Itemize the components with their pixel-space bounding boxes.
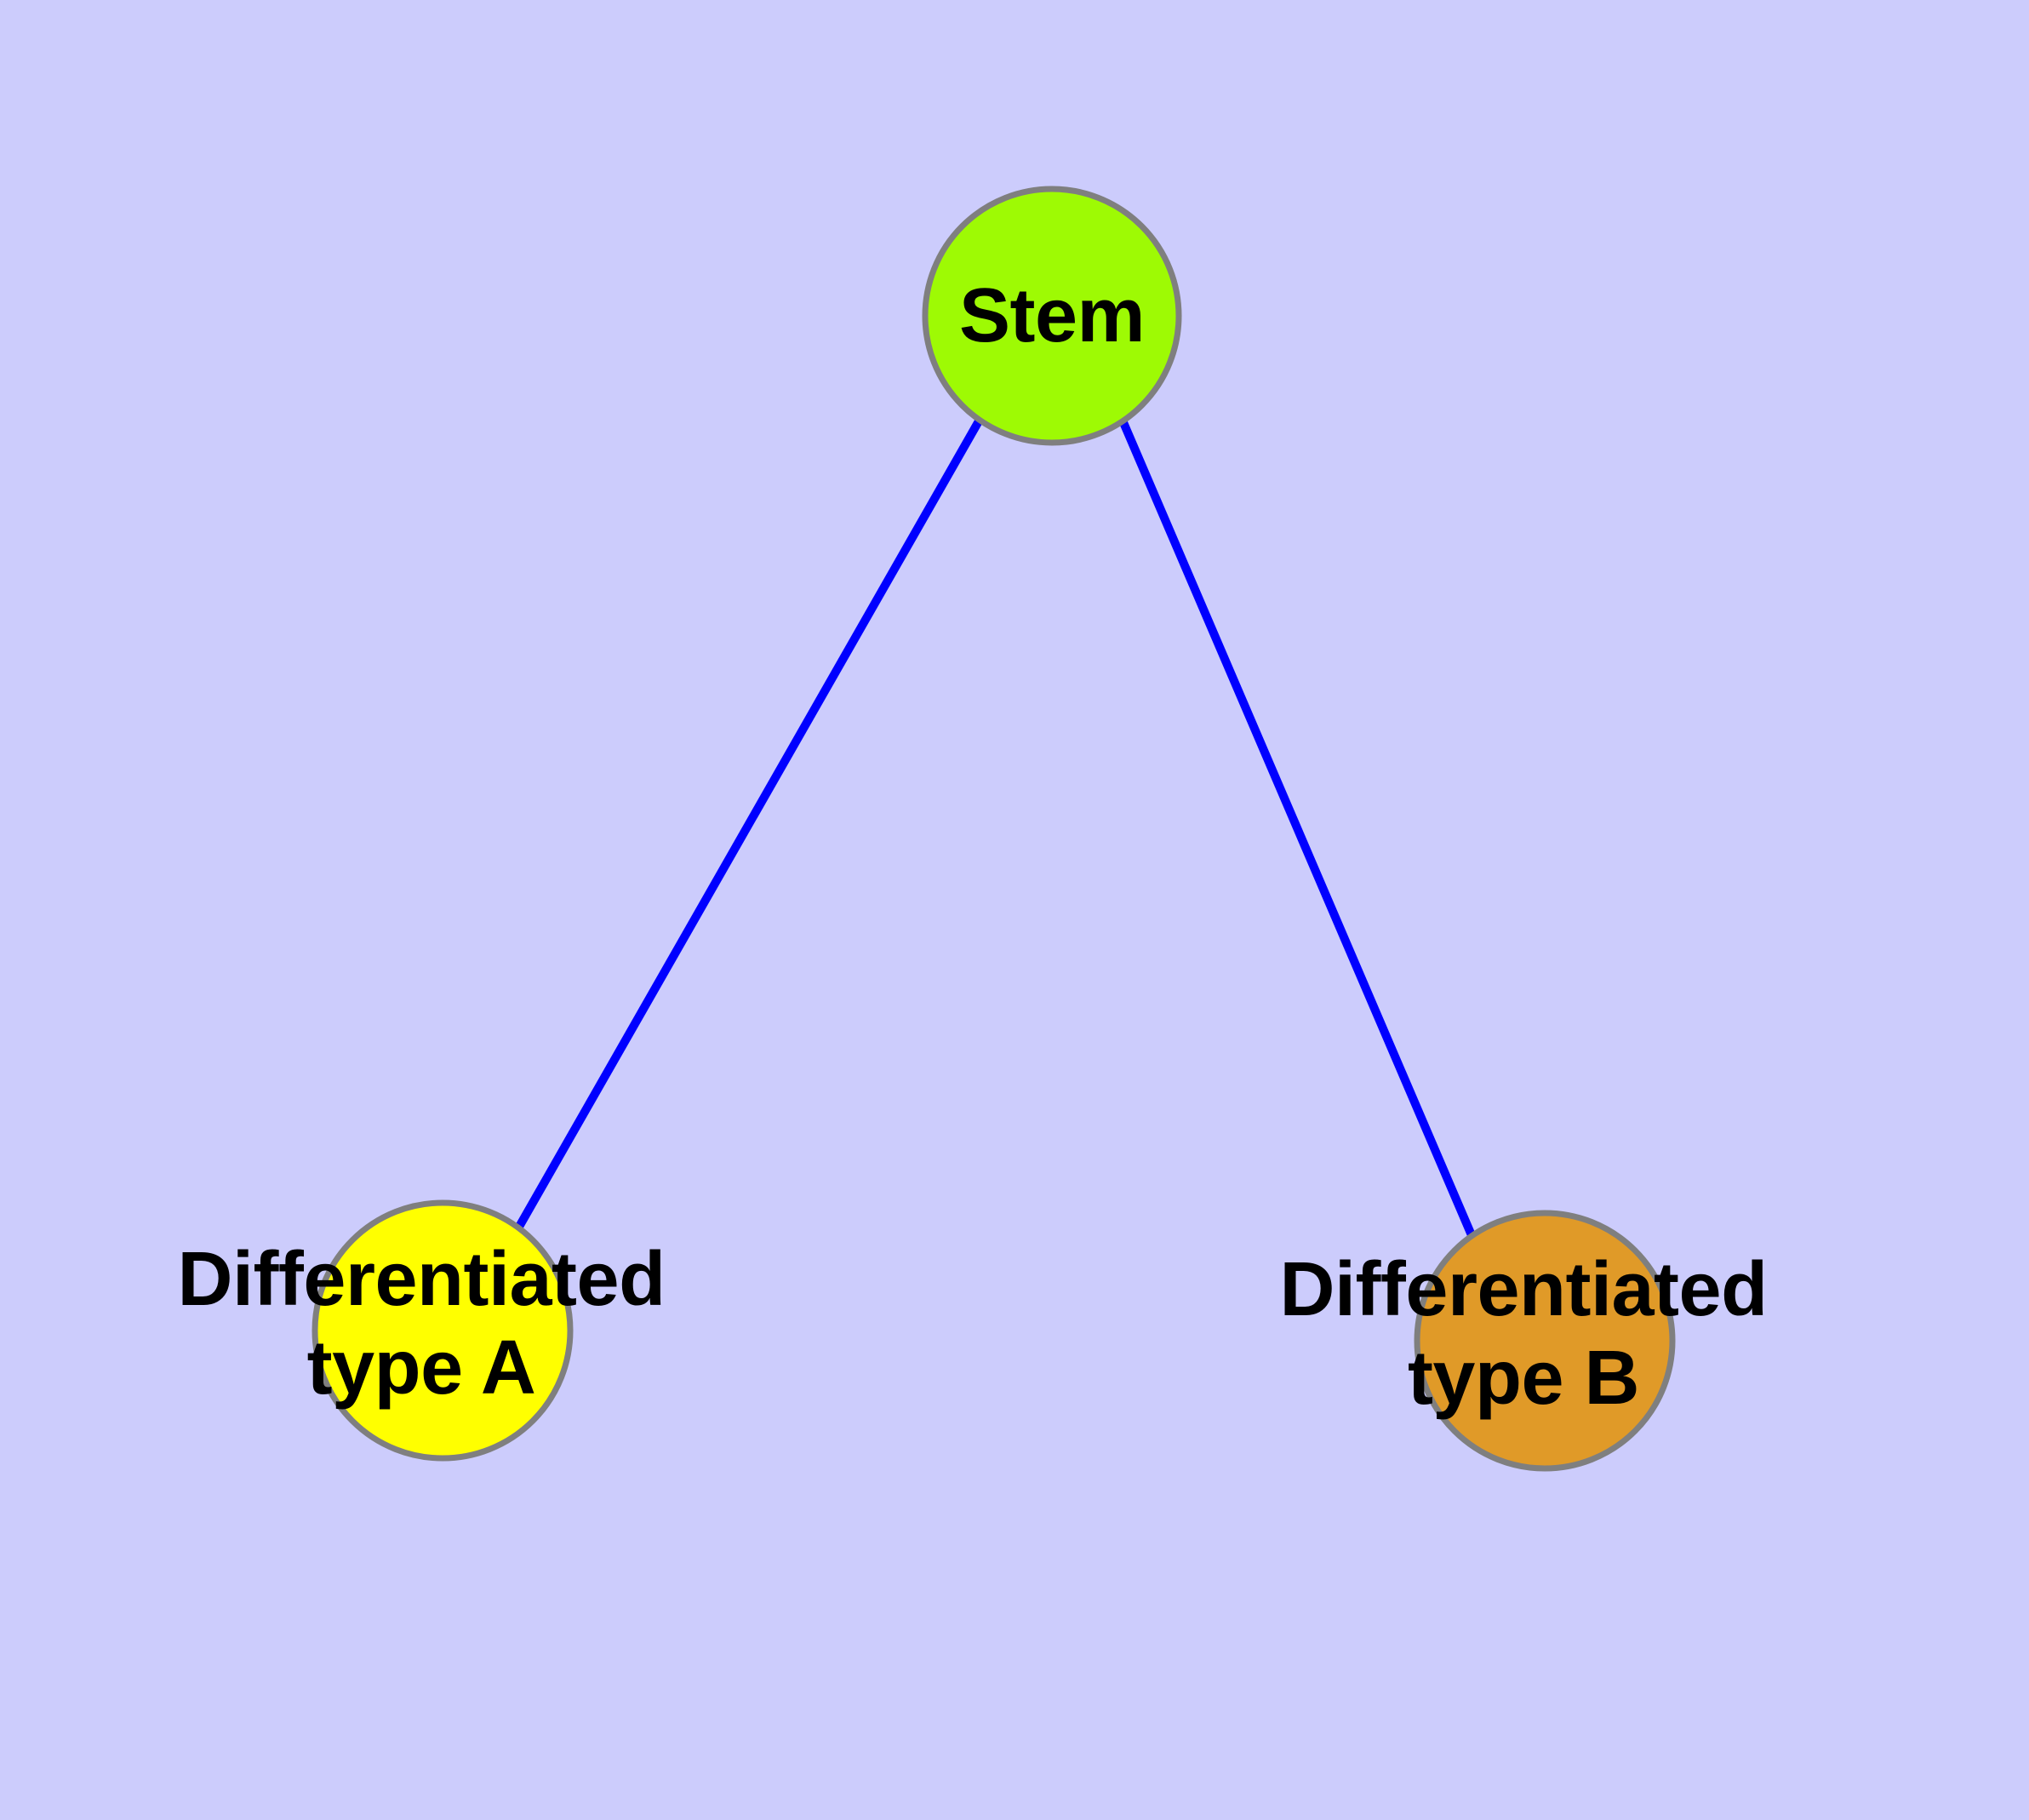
node-circle-diff-b[interactable] [1414, 1210, 1676, 1472]
edge-stem-to-diff-b [1118, 419, 1476, 1237]
node-circle-stem[interactable] [922, 186, 1182, 446]
node-circle-diff-a[interactable] [311, 1199, 574, 1462]
edge-stem-to-diff-a [512, 417, 984, 1235]
nodes-layer [311, 186, 1676, 1472]
edges-layer [512, 417, 1476, 1237]
